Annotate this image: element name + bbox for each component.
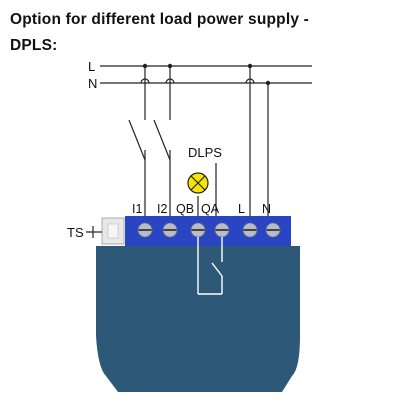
terminal-label-l: L [238,202,245,216]
terminal-screw-i2 [162,222,178,238]
terminal-label-n: N [262,202,271,216]
load-label: DLPS [188,145,222,160]
line-label: L [88,59,95,74]
terminal-screw-l [242,222,258,238]
title-line-1: Option for different load power supply - [10,11,310,28]
terminal-label-qb: QB [176,202,194,216]
lamp-icon [187,172,209,194]
bus-junctions [142,63,271,86]
terminal-screw-n [265,222,281,238]
ts-label: TS [67,225,84,240]
neutral-label: N [88,76,97,91]
switch-icon [128,66,146,218]
terminal-label-i1: I1 [132,202,142,216]
lamp-wires [197,163,217,218]
terminal-label-i2: I2 [157,202,167,216]
terminal-label-qa: QA [201,202,220,216]
terminal-screw-i1 [137,222,153,238]
title-line-2: DPLS: [10,37,58,54]
terminal-screw-qb [190,222,206,238]
switch-icon [153,66,171,218]
terminal-block [125,216,291,246]
relay-contact-icon [197,237,223,295]
terminal-screw-qa [214,222,230,238]
